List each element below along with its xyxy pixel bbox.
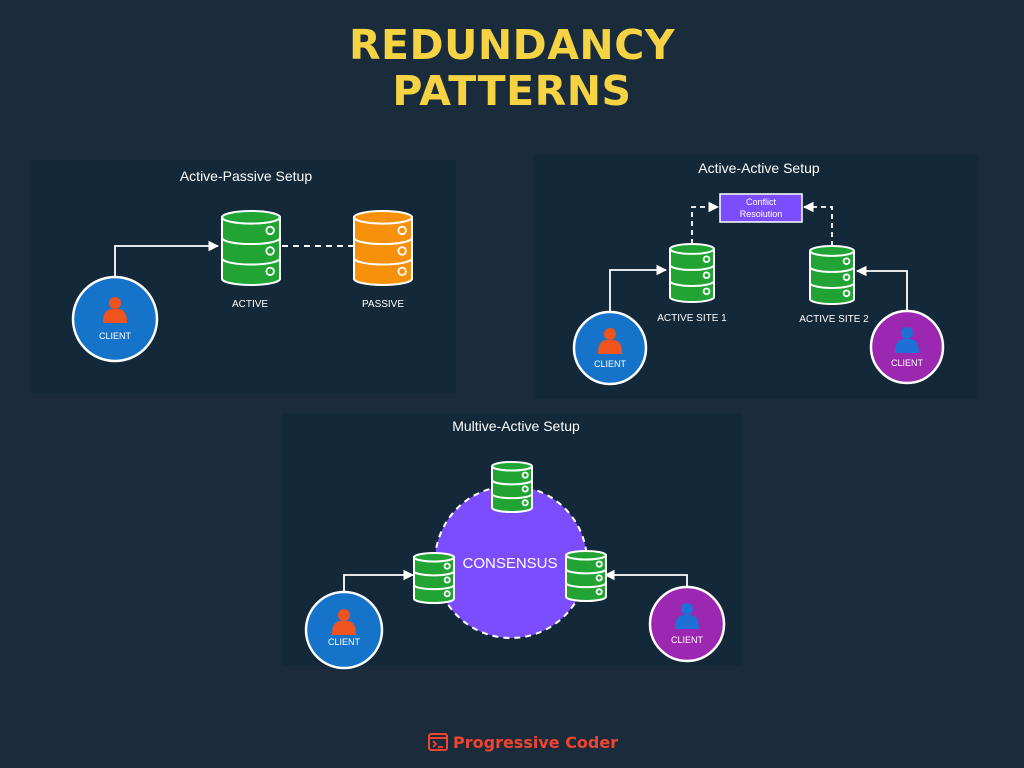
page-title: REDUNDANCY PATTERNS <box>0 22 1024 114</box>
client1-to-node-arrow <box>343 569 415 592</box>
passive-database-icon <box>353 210 413 286</box>
active-site-1-database-icon <box>669 243 715 303</box>
client1-to-site1-arrow <box>609 264 668 314</box>
conflict-label-line-2: Resolution <box>740 209 783 219</box>
conflict-label-line-1: Conflict <box>746 197 777 207</box>
client1-node: CLIENT <box>304 590 384 670</box>
active-database-icon <box>221 210 281 286</box>
client-node: CLIENT <box>71 275 159 363</box>
consensus-right-database-icon <box>565 550 607 602</box>
client-label: CLIENT <box>99 331 132 341</box>
client2-node: CLIENT <box>869 309 945 385</box>
consensus-top-database-icon <box>491 461 533 513</box>
site2-to-conflict-arrow <box>802 201 833 246</box>
title-line-1: REDUNDANCY <box>348 21 676 69</box>
client-to-active-arrow <box>114 240 220 280</box>
client1-label: CLIENT <box>328 637 361 647</box>
site1-label: ACTIVE SITE 1 <box>657 313 727 324</box>
site2-label: ACTIVE SITE 2 <box>799 314 869 325</box>
active-site-2-database-icon <box>809 245 855 305</box>
consensus-label: CONSENSUS <box>462 555 557 572</box>
client2-to-node-arrow <box>603 569 688 590</box>
multi-active-panel: Multive-Active Setup CONSENSUS CLIENT CL… <box>282 413 742 670</box>
brand-name: Progressive Coder <box>453 732 619 752</box>
conflict-resolution-box <box>719 193 803 223</box>
title-line-2: PATTERNS <box>392 67 632 115</box>
passive-label: PASSIVE <box>362 299 404 310</box>
client2-label: CLIENT <box>891 358 924 368</box>
multi-active-heading: Multive-Active Setup <box>452 418 580 434</box>
active-active-panel: Active-Active Setup Conflict Resolution … <box>534 155 978 399</box>
consensus-left-database-icon <box>413 552 455 604</box>
active-passive-panel: Active-Passive Setup ACTIVE PASSIVE CLIE… <box>30 160 456 394</box>
client1-label: CLIENT <box>594 359 627 369</box>
active-active-heading: Active-Active Setup <box>698 160 820 176</box>
active-label: ACTIVE <box>232 299 268 310</box>
terminal-icon <box>428 733 448 751</box>
brand-logo: Progressive Coder <box>428 731 618 753</box>
client2-to-site2-arrow <box>855 265 908 312</box>
client2-node: CLIENT <box>648 585 726 663</box>
client2-label: CLIENT <box>671 635 704 645</box>
site1-to-conflict-arrow <box>691 201 720 244</box>
client1-node: CLIENT <box>572 310 648 386</box>
active-passive-heading: Active-Passive Setup <box>180 168 312 184</box>
